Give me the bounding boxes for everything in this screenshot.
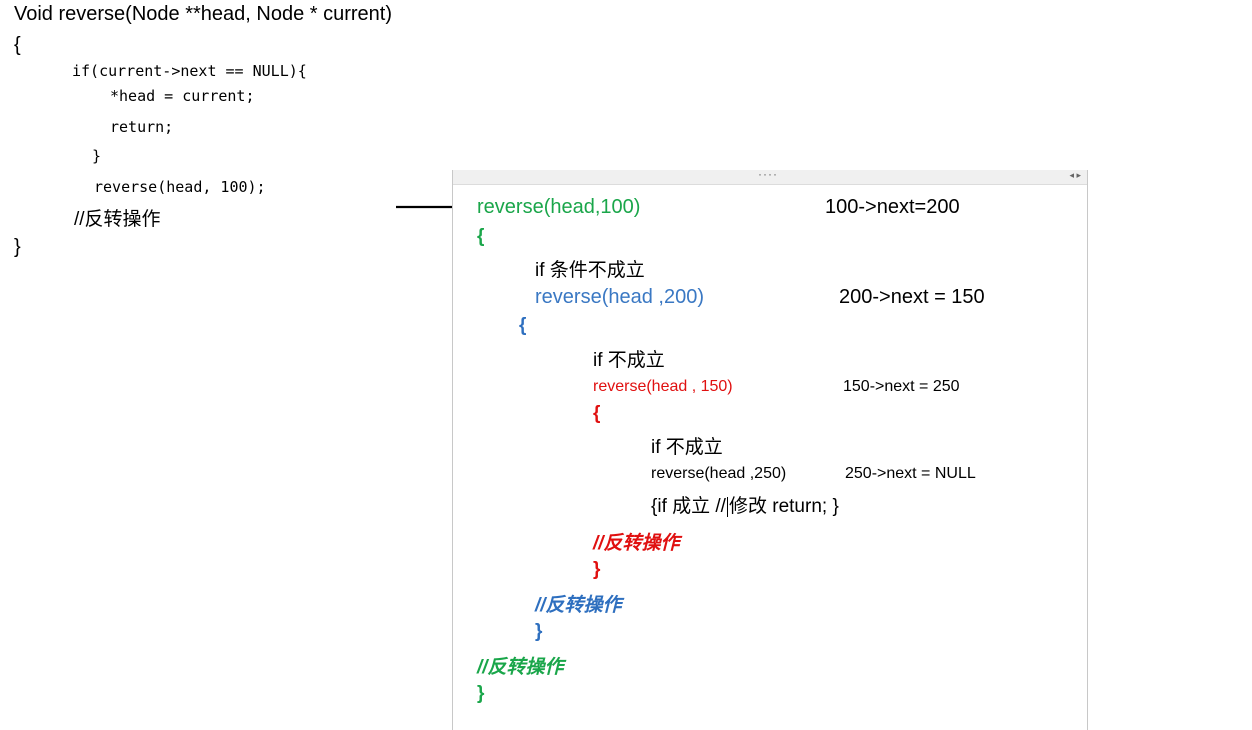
- trace-base-case: {if 成立 //修改 return; }: [651, 491, 839, 518]
- trace-call-100: reverse(head,100): [477, 196, 641, 218]
- trace-call-200: reverse(head ,200): [535, 286, 704, 308]
- trace-brace2-close: }: [535, 621, 543, 642]
- trace-brace2-open: {: [519, 315, 527, 336]
- trace-brace1-close: }: [477, 683, 485, 704]
- function-signature: Void reverse(Node **head, Node * current…: [14, 3, 392, 25]
- trace-brace3-close: }: [593, 559, 601, 580]
- trace-op-200: //反转操作: [535, 595, 622, 616]
- function-close-brace: }: [14, 236, 21, 258]
- trace-cond1: if 条件不成立: [535, 260, 645, 281]
- trace-cond3: if 不成立: [651, 437, 723, 458]
- drag-grip-icon[interactable]: ····: [758, 167, 778, 181]
- panel-title-bar[interactable]: ···· ◂ ▸: [453, 167, 1087, 185]
- code-return-line: return;: [110, 118, 174, 136]
- trace-op-100: //反转操作: [477, 657, 564, 678]
- recursion-trace-panel: ···· ◂ ▸ reverse(head,100) 100->next=200…: [452, 167, 1088, 730]
- trace-call-250: reverse(head ,250): [651, 465, 787, 482]
- trace-brace1-open: {: [477, 226, 485, 247]
- trace-base-case-part1: {if 成立 //: [651, 496, 726, 517]
- trace-cond2: if 不成立: [593, 350, 665, 371]
- trace-note-250: 250->next = NULL: [845, 465, 976, 482]
- trace-brace3-open: {: [593, 403, 601, 424]
- code-comment-line: //反转操作: [74, 209, 161, 230]
- code-assign-line: *head = current;: [110, 87, 255, 105]
- code-inner-close-brace: }: [92, 147, 102, 165]
- trace-op-150: //反转操作: [593, 533, 680, 554]
- trace-note-100: 100->next=200: [825, 196, 960, 218]
- code-if-line: if(current->next == NULL){: [72, 62, 307, 80]
- trace-note-200: 200->next = 150: [839, 286, 985, 308]
- resize-arrows-icon[interactable]: ◂ ▸: [1069, 170, 1081, 180]
- trace-base-case-part2: 修改 return; }: [728, 496, 839, 517]
- trace-call-150: reverse(head , 150): [593, 378, 733, 395]
- function-open-brace: {: [14, 34, 21, 56]
- trace-note-150: 150->next = 250: [843, 378, 960, 395]
- code-call-line: reverse(head, 100);: [94, 178, 266, 196]
- text-cursor: [726, 496, 728, 517]
